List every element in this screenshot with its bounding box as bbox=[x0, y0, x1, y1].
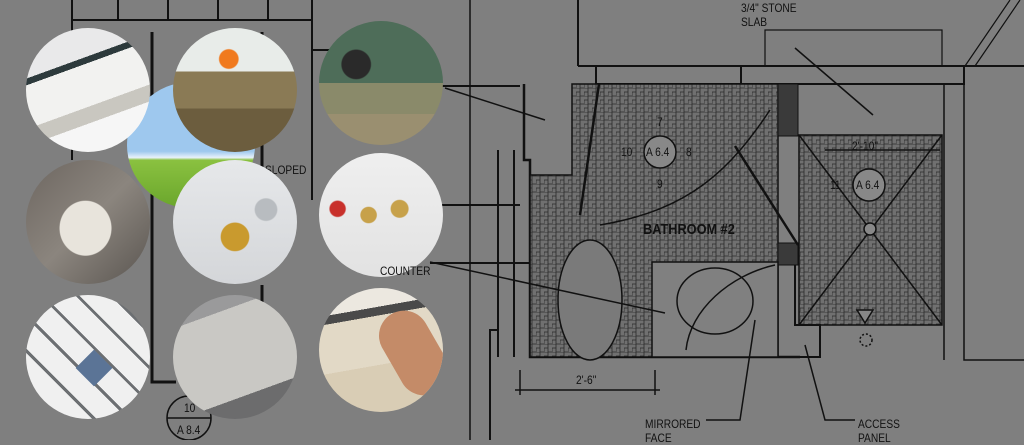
section-ref-a-left: 10 bbox=[621, 145, 633, 159]
tile-and-tools-photo bbox=[26, 160, 150, 284]
section-ref-b: A 6.4 bbox=[856, 178, 880, 192]
section-ref-a-right: 8 bbox=[686, 145, 692, 159]
access-panel-label-2: PANEL bbox=[858, 431, 891, 445]
stone-slab-label: 3/4" STONE bbox=[741, 1, 797, 15]
plumbing-fittings-photo bbox=[319, 153, 443, 277]
brass-fittings-photo bbox=[173, 160, 297, 284]
section-ref-a-top: 7 bbox=[657, 115, 663, 129]
section-ref-a: A 6.4 bbox=[646, 145, 670, 159]
blue-tile bbox=[75, 349, 113, 387]
sloped-label: SLOPED bbox=[265, 163, 307, 177]
mosaic-tiles-photo bbox=[26, 295, 150, 419]
stone-slab-label-2: SLAB bbox=[741, 15, 768, 29]
mirrored-face-label-2: FACE bbox=[645, 431, 672, 445]
stone-tile-sample-photo bbox=[173, 295, 297, 419]
mirrored-face-label: MIRRORED bbox=[645, 417, 701, 431]
counter-label: COUNTER bbox=[380, 264, 431, 278]
tile-installation-photo bbox=[319, 288, 443, 412]
hand bbox=[369, 301, 443, 405]
detail-ref-c: A 8.4 bbox=[177, 423, 201, 437]
toilet-dimension: 2'-6" bbox=[576, 373, 597, 387]
demolition-worker-photo bbox=[173, 28, 297, 152]
access-panel-label: ACCESS bbox=[858, 417, 900, 431]
shower-dimension: 2'-10" bbox=[852, 139, 878, 153]
section-ref-a-bottom: 9 bbox=[657, 177, 663, 191]
bathroom-tiler-photo bbox=[319, 21, 443, 145]
section-ref-b-number: 11 bbox=[830, 178, 841, 192]
room-name-label: BATHROOM #2 bbox=[643, 221, 735, 238]
detail-ref-c-number: 10 bbox=[184, 401, 196, 415]
design-samples-photo bbox=[26, 28, 150, 152]
